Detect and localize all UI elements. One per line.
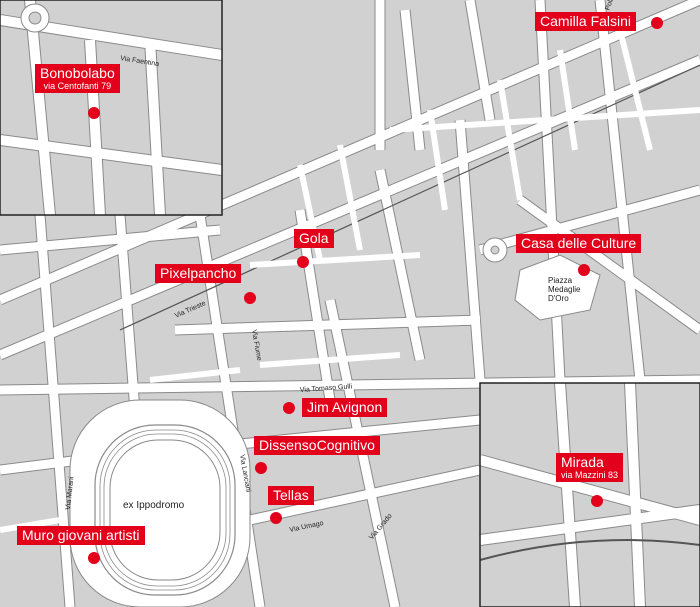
marker-dot-pixelpancho[interactable] [244, 292, 256, 304]
ippodromo-track [69, 399, 251, 607]
marker-label-tellas[interactable]: Tellas [268, 486, 314, 505]
minor-roads [0, 29, 700, 533]
marker-label-muro-giovani-artisti[interactable]: Muro giovani artisti [17, 526, 145, 545]
marker-label-pixelpancho[interactable]: Pixelpancho [155, 264, 242, 283]
via-trieste-axis [119, 64, 700, 331]
marker-address: via Mazzini 83 [561, 470, 619, 480]
street-via-tomaso-gulli: Via Tomaso Gulli [300, 383, 353, 394]
marker-dot-casa-delle-culture[interactable] [578, 264, 590, 276]
marker-dots [88, 17, 663, 564]
inset-bottom-right [478, 382, 700, 607]
marker-dot-tellas[interactable] [270, 512, 282, 524]
marker-dot-dissensocognitivo[interactable] [255, 462, 267, 474]
marker-name: Bonobolabo [40, 65, 115, 81]
marker-label-dissensocognitivo[interactable]: DissensoCognitivo [254, 436, 380, 455]
place-ippodromo: ex Ippodromo [123, 500, 185, 511]
marker-label-mirada[interactable]: Mirada via Mazzini 83 [556, 453, 624, 482]
marker-dot-mirada[interactable] [591, 495, 603, 507]
marker-label-bonobolabo[interactable]: Bonobolabo via Centofanti 79 [35, 64, 120, 93]
marker-dot-camilla-falsini[interactable] [651, 17, 663, 29]
street-via-marani: Via Marani [65, 476, 75, 510]
place-piazza-line1: Piazza [548, 276, 573, 285]
inset-top-left [0, 0, 223, 216]
marker-address: via Centofanti 79 [43, 81, 112, 91]
marker-label-gola[interactable]: Gola [294, 229, 334, 248]
marker-dot-muro-giovani-artisti[interactable] [88, 552, 100, 564]
marker-label-jim-avignon[interactable]: Jim Avignon [302, 398, 388, 417]
marker-label-camilla-falsini[interactable]: Camilla Falsini [535, 12, 637, 31]
marker-dot-jim-avignon[interactable] [283, 402, 295, 414]
marker-dot-bonobolabo[interactable] [88, 107, 100, 119]
marker-label-casa-delle-culture[interactable]: Casa delle Culture [516, 234, 642, 253]
marker-name: Mirada [561, 454, 604, 470]
place-piazza-line2: Medaglie [548, 285, 581, 294]
place-piazza-line3: D'Oro [548, 294, 569, 303]
marker-dot-gola[interactable] [297, 256, 309, 268]
